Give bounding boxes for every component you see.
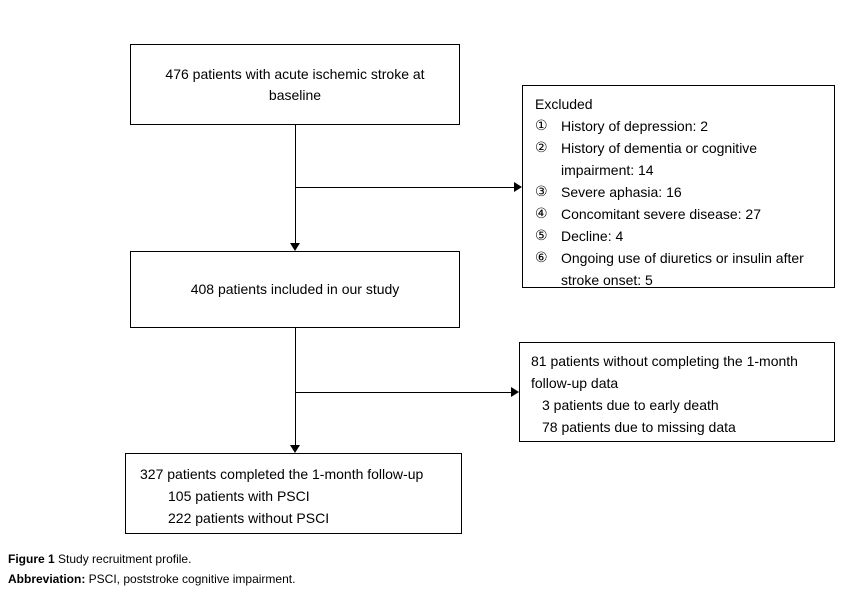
dropout-line2: 3 patients due to early death (542, 397, 719, 413)
flow-box-included: 408 patients included in our study (130, 251, 460, 328)
arrowhead-down-icon (290, 445, 300, 453)
flow-box-baseline: 476 patients with acute ischemic stroke … (130, 44, 460, 125)
abbreviation-text: PSCI, poststroke cognitive impairment. (85, 572, 296, 586)
excluded-item: ⑤ Decline: 4 (535, 225, 828, 247)
circled-2-icon: ② (535, 140, 548, 156)
flow-box-dropout: 81 patients without completing the 1-mon… (519, 342, 835, 442)
circled-5-icon: ⑤ (535, 228, 548, 244)
excluded-item: ③ Severe aphasia: 16 (535, 181, 828, 203)
abbreviation-line: Abbreviation: PSCI, poststroke cognitive… (8, 569, 295, 589)
connector-included-to-completed (295, 328, 296, 445)
flow-box-completed: 327 patients completed the 1-month follo… (125, 453, 462, 534)
excluded-item-text: History of depression: 2 (561, 118, 709, 134)
circled-1-icon: ① (535, 118, 548, 134)
excluded-item: ④ Concomitant severe disease: 27 (535, 203, 828, 225)
excluded-item-text: Concomitant severe disease: 27 (561, 206, 761, 222)
arrowhead-right-icon (514, 182, 522, 192)
excluded-item-text: Decline: 4 (561, 228, 624, 244)
figure-caption-text: Study recruitment profile. (54, 552, 192, 566)
circled-6-icon: ⑥ (535, 250, 548, 266)
completed-line1: 327 patients completed the 1-month follo… (140, 466, 424, 482)
connector-branch-to-dropout (296, 392, 511, 393)
dropout-line3: 78 patients due to missing data (542, 419, 736, 435)
completed-line2: 105 patients with PSCI (168, 488, 310, 504)
excluded-item-text: Severe aphasia: 16 (561, 184, 682, 200)
excluded-title: Excluded (535, 96, 593, 112)
flow-box-included-text: 408 patients included in our study (190, 281, 400, 297)
figure-label: Figure 1 (8, 552, 55, 566)
excluded-item-text: Ongoing use of diuretics or insulin afte… (561, 250, 804, 288)
excluded-item: ① History of depression: 2 (535, 115, 828, 137)
figure-caption-line: Figure 1 Study recruitment profile. (8, 549, 295, 569)
flow-box-baseline-text: 476 patients with acute ischemic stroke … (165, 65, 425, 103)
excluded-item: ② History of dementia or cognitive impai… (535, 137, 828, 181)
dropout-line1: 81 patients without completing the 1-mon… (531, 353, 798, 391)
excluded-item: ⑥ Ongoing use of diuretics or insulin af… (535, 247, 828, 291)
circled-3-icon: ③ (535, 184, 548, 200)
connector-branch-to-excluded (296, 187, 514, 188)
excluded-item-text: History of dementia or cognitive impairm… (561, 140, 758, 178)
circled-4-icon: ④ (535, 206, 548, 222)
figure-caption: Figure 1 Study recruitment profile. Abbr… (8, 549, 295, 589)
flow-box-excluded: Excluded ① History of depression: 2 ② Hi… (522, 85, 835, 288)
arrowhead-right-icon (511, 387, 519, 397)
connector-baseline-to-included (295, 125, 296, 244)
abbreviation-label: Abbreviation: (8, 572, 86, 586)
completed-line3: 222 patients without PSCI (168, 510, 330, 526)
arrowhead-down-icon (290, 243, 300, 251)
